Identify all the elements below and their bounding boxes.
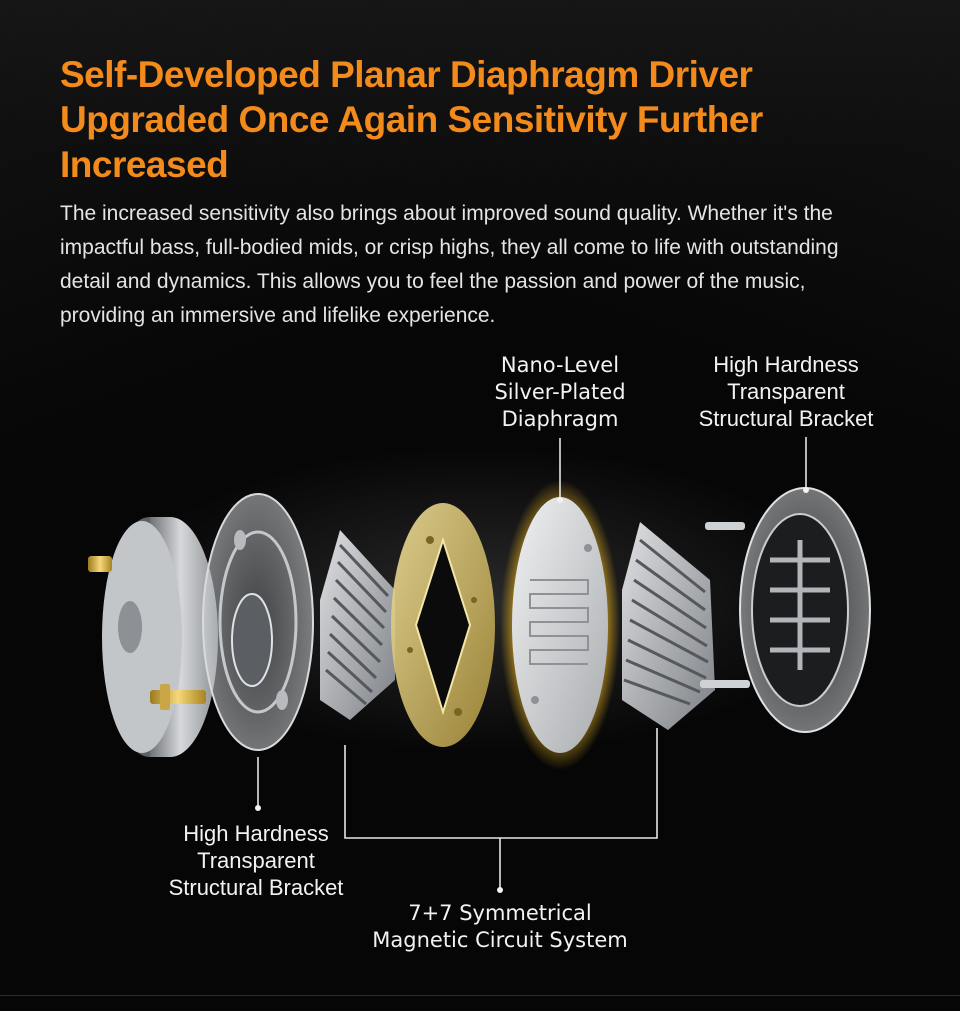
page-title: Self-Developed Planar Diaphragm Driver U… xyxy=(60,52,920,187)
label-magnetic-circuit: 7+7 Symmetrical Magnetic Circuit System xyxy=(372,901,628,952)
description-line-2: impactful bass, full-bodied mids, or cri… xyxy=(60,236,839,259)
callout-dots xyxy=(255,487,809,893)
transparent-bracket-left xyxy=(202,493,314,751)
magnet-array-left xyxy=(320,530,395,720)
label-bracket-right: High Hardness Transparent Structural Bra… xyxy=(698,352,874,431)
bottom-divider xyxy=(0,995,960,996)
silver-diaphragm xyxy=(500,480,620,770)
title-line-1: Self-Developed Planar Diaphragm Driver xyxy=(60,54,753,95)
description-line-3: detail and dynamics. This allows you to … xyxy=(60,270,806,293)
title-line-2: Upgraded Once Again Sensitivity Further xyxy=(60,99,763,140)
rear-cap xyxy=(88,517,218,757)
description-line-4: providing an immersive and lifelike expe… xyxy=(60,304,496,327)
title-line-3: Increased xyxy=(60,144,229,185)
description: The increased sensitivity also brings ab… xyxy=(60,197,940,333)
description-line-1: The increased sensitivity also brings ab… xyxy=(60,202,833,225)
label-bracket-left: High Hardness Transparent Structural Bra… xyxy=(168,821,344,900)
gold-frame-ring xyxy=(391,503,495,747)
magnet-array-right xyxy=(622,522,715,730)
transparent-bracket-right xyxy=(700,487,871,733)
callout-lines xyxy=(257,437,807,890)
label-diaphragm: Nano-Level Silver-Plated Diaphragm xyxy=(494,353,626,431)
